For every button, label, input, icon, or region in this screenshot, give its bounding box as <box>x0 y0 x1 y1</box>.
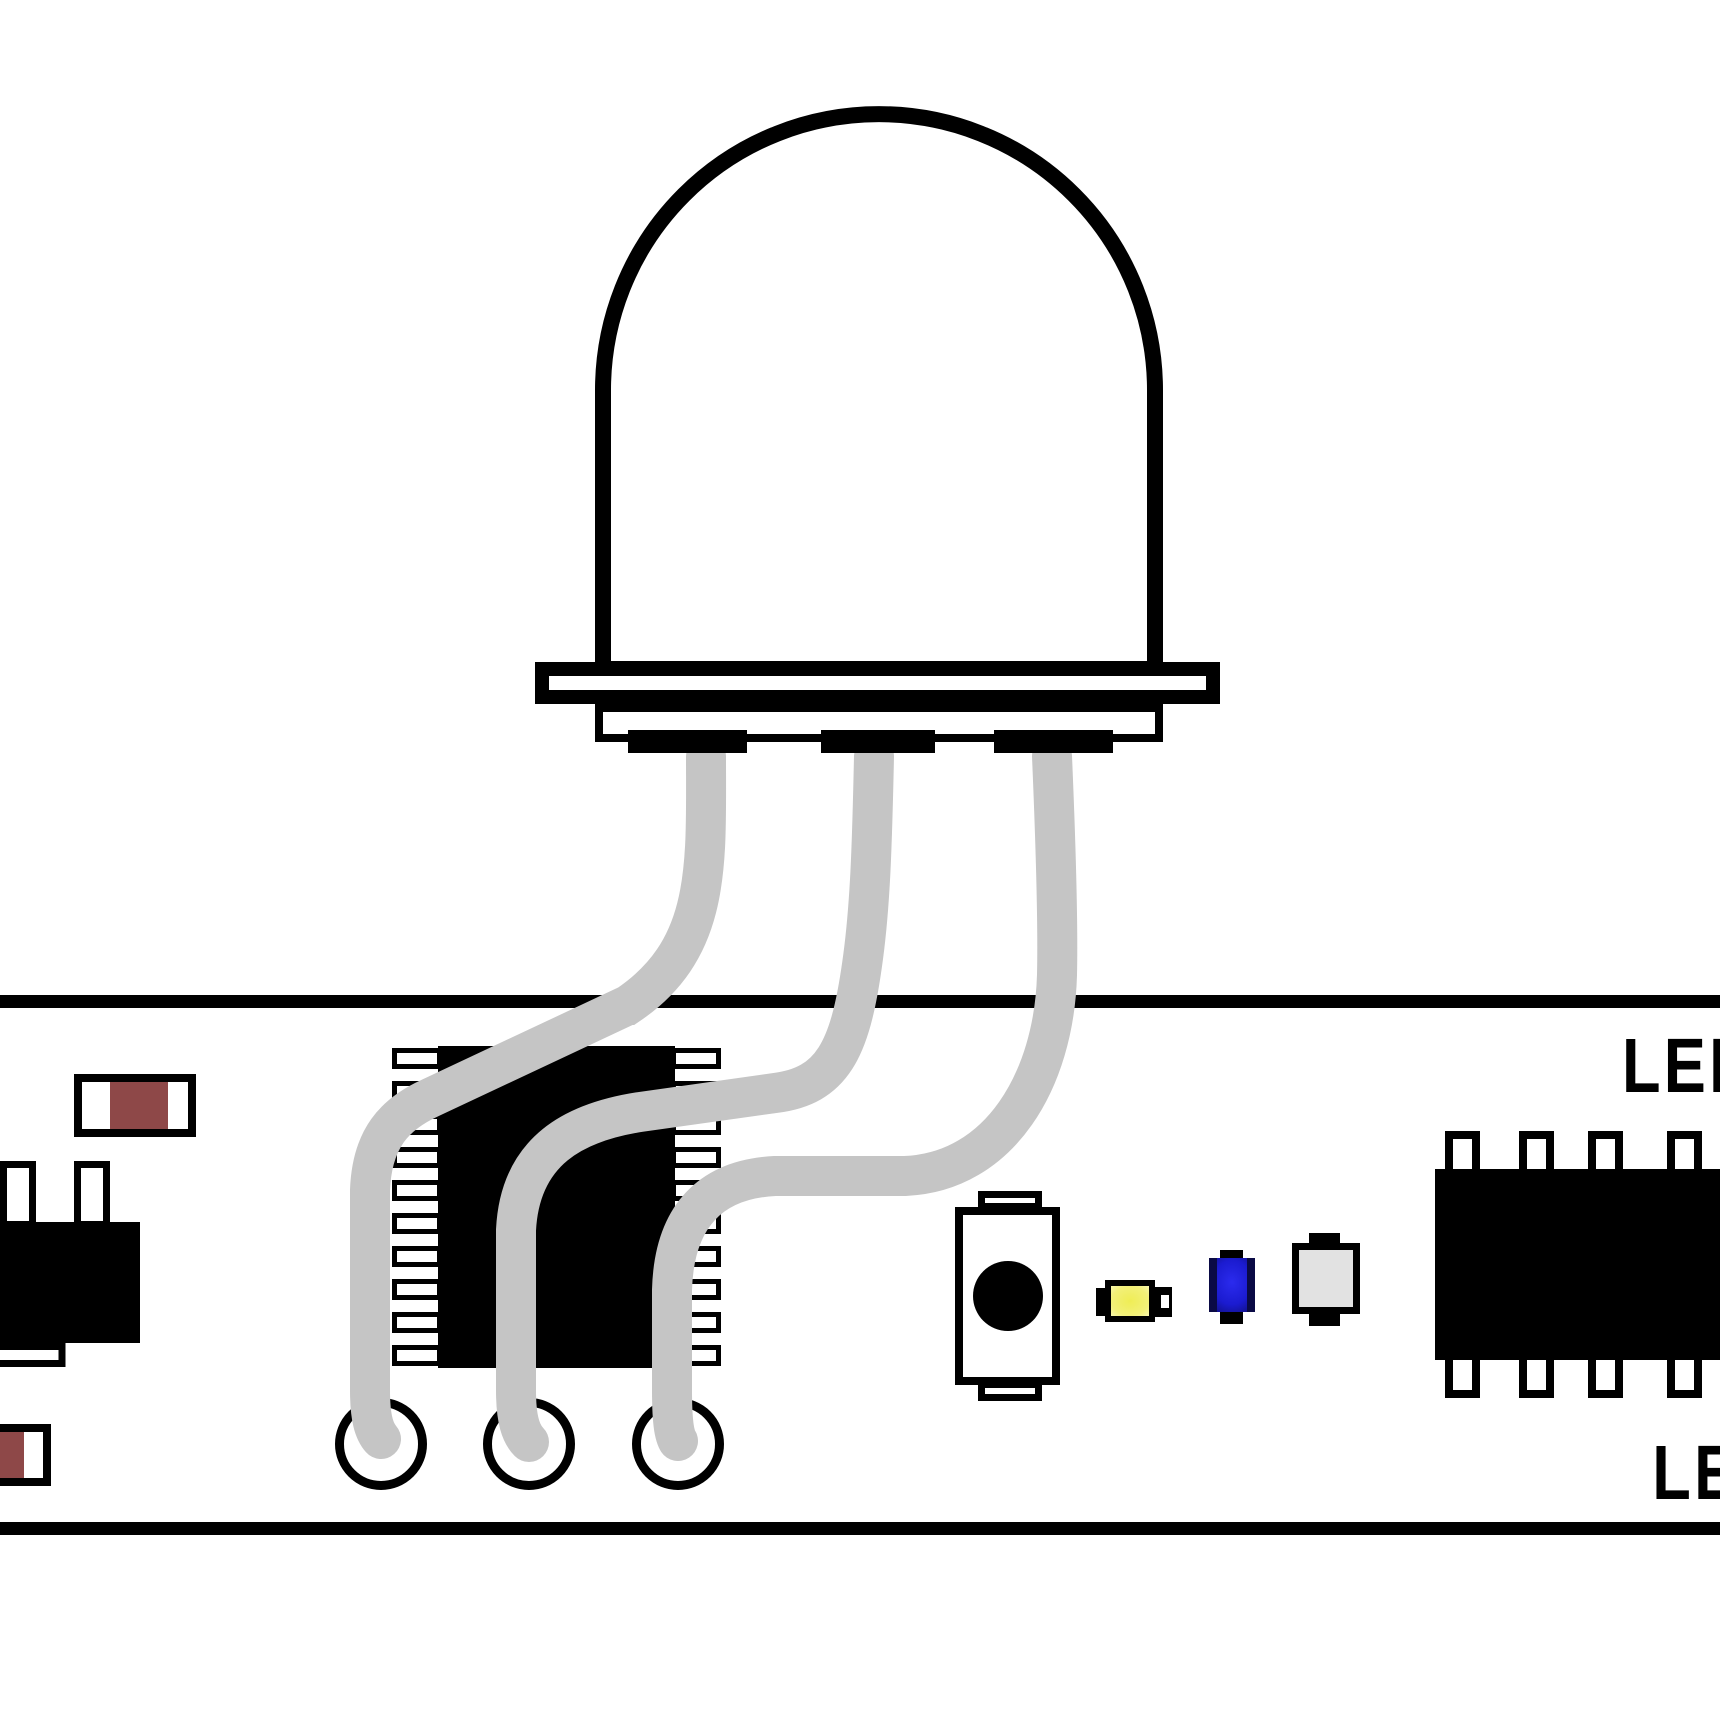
svg-text:LED: LED <box>1652 1429 1720 1515</box>
svg-text:LED: LED <box>1622 1022 1720 1108</box>
